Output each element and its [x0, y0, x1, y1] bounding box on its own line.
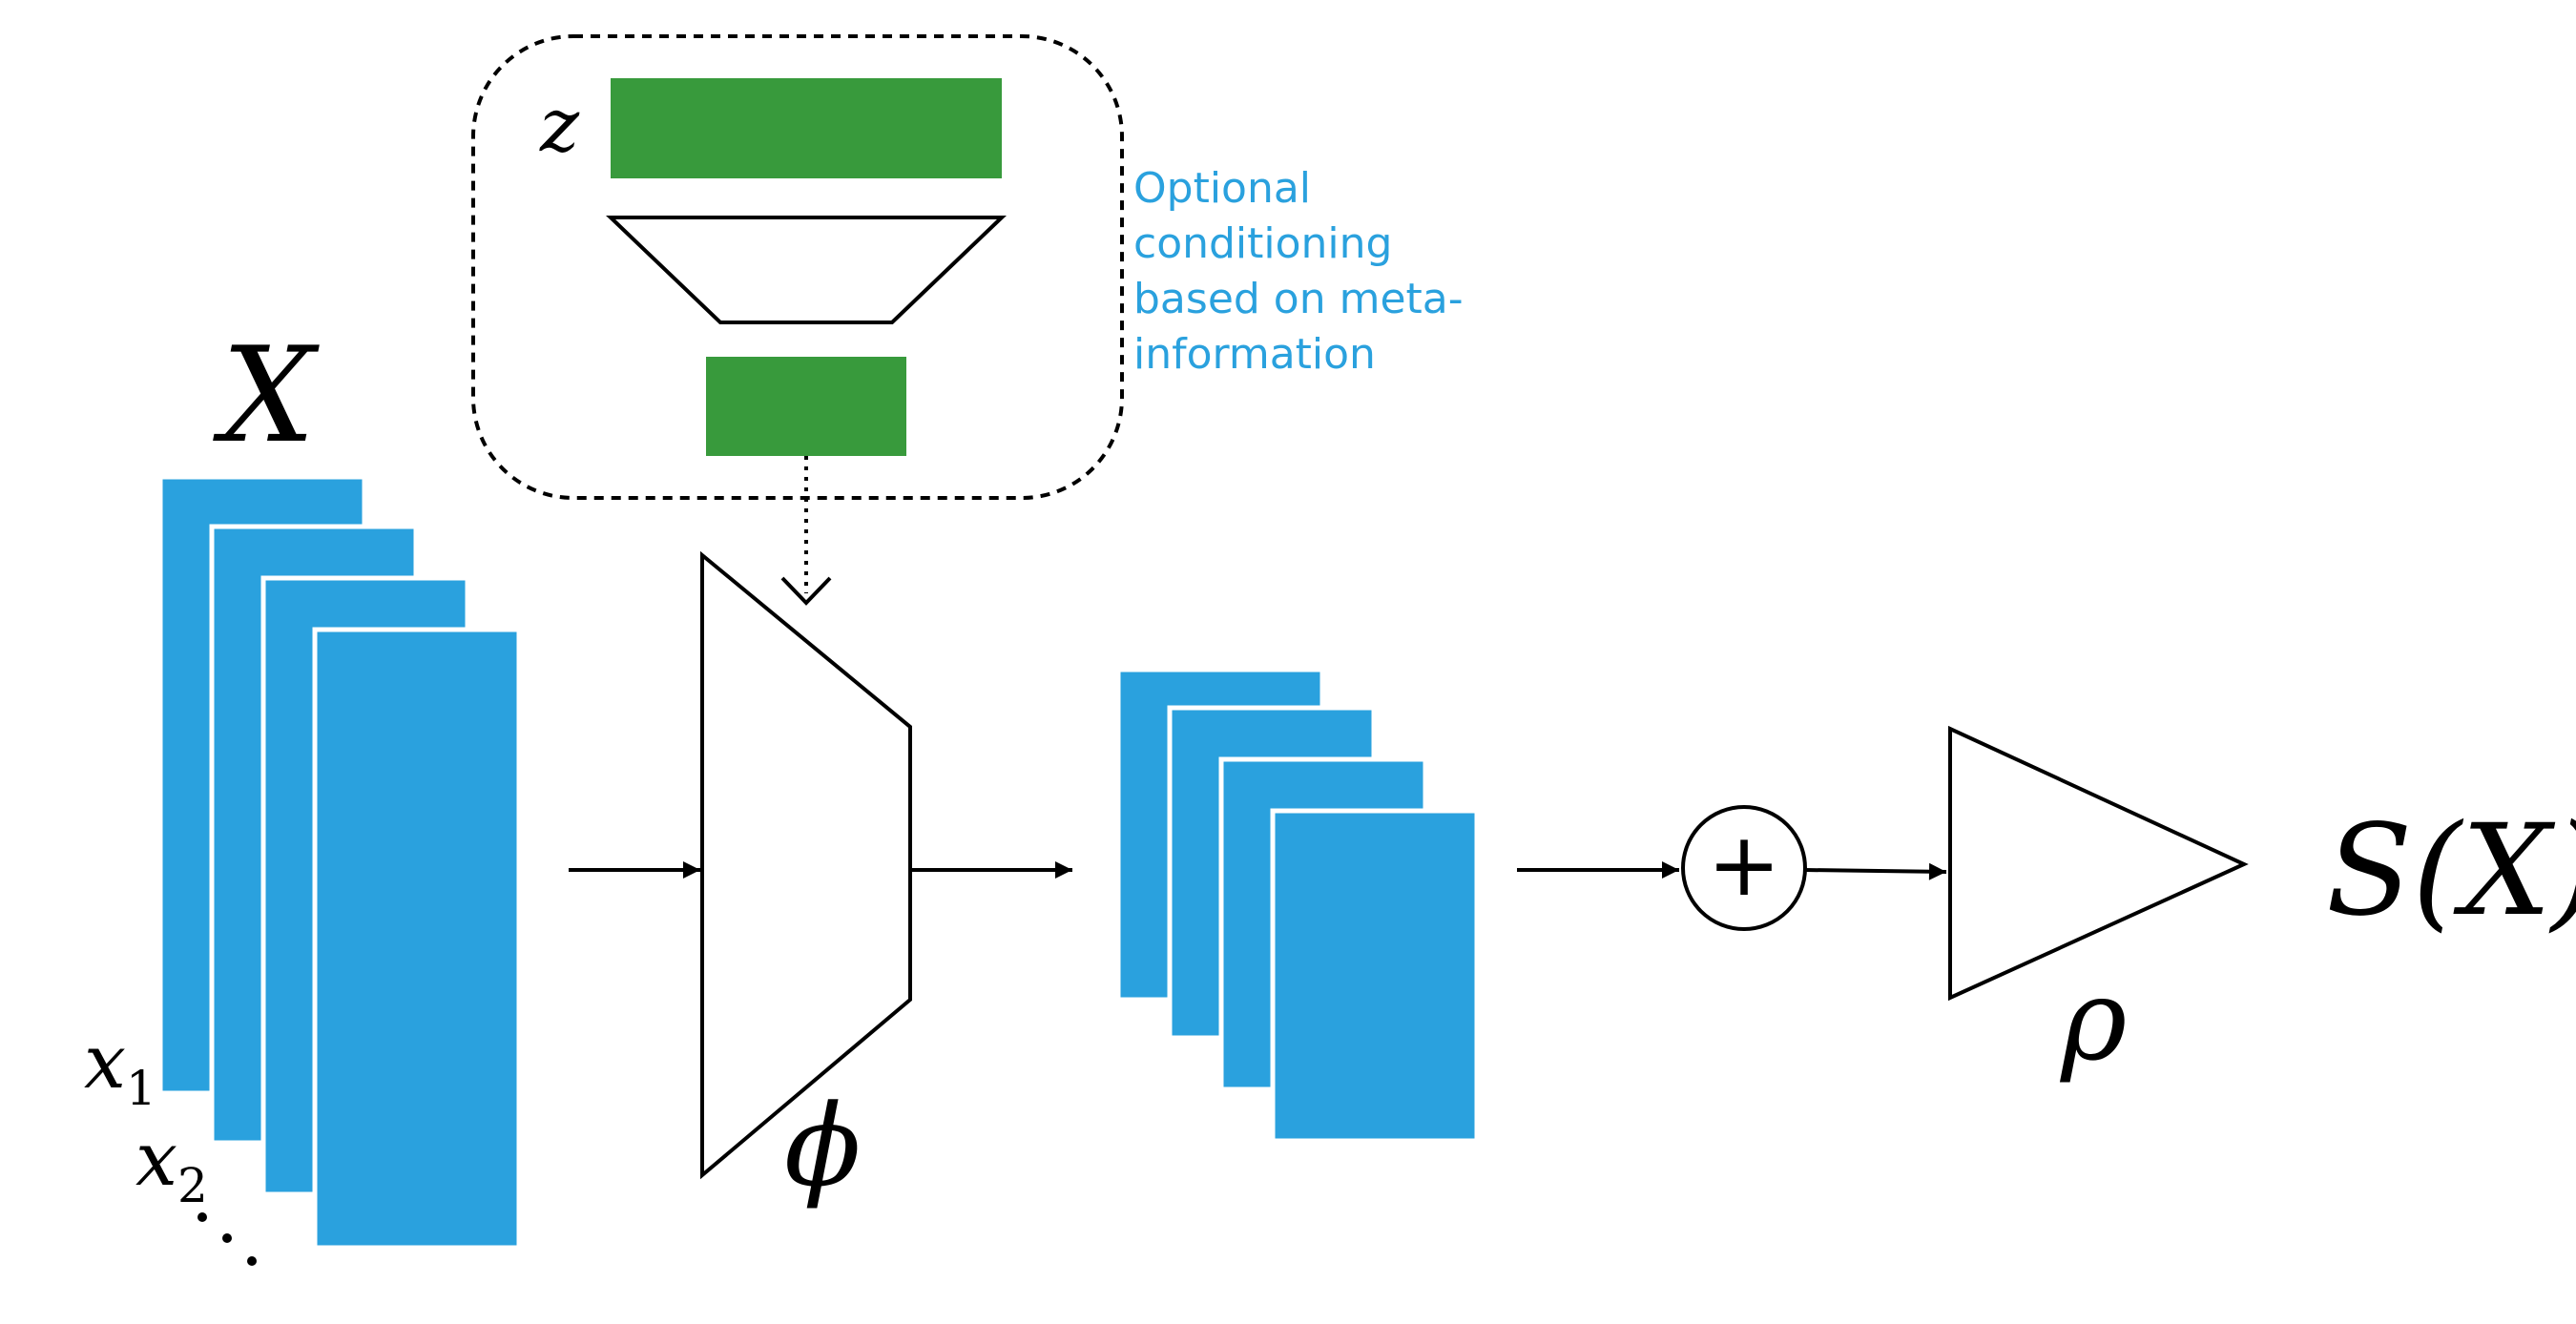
embedding-element-4	[1270, 808, 1480, 1144]
conditioning-box	[471, 34, 1124, 500]
annotation-line-2: conditioning	[1133, 219, 1392, 268]
element-label-x2: x2	[135, 1117, 208, 1213]
phi-network-trapezoid	[700, 550, 912, 1180]
sum-node	[1681, 805, 1807, 931]
rho-network-triangle	[1948, 725, 2249, 1002]
phi-label: ϕ	[784, 1080, 861, 1211]
conditioning-output-block	[706, 357, 906, 456]
input-element-4	[312, 627, 522, 1251]
latent-label: z	[539, 83, 580, 169]
element-label-x2-subscript: 2	[177, 1158, 208, 1213]
input-set-label: X	[213, 319, 320, 472]
annotation-line-1: Optional	[1133, 164, 1311, 213]
rho-label: ρ	[2059, 954, 2127, 1086]
arrow-sum-to-rho	[1804, 862, 1947, 880]
output-label: S(X)	[2326, 797, 2576, 944]
ellipsis-dots	[197, 1212, 257, 1266]
sum-plus-icon: +	[1707, 814, 1780, 916]
latent-z-block	[611, 78, 1002, 178]
annotation-line-4: information	[1133, 330, 1376, 379]
conditioning-annotation: Optional conditioning based on meta- inf…	[1133, 164, 1477, 379]
element-label-x1: x1	[84, 1020, 156, 1116]
annotation-line-3: based on meta-	[1133, 275, 1464, 323]
conditioning-arrowhead-icon	[780, 576, 832, 606]
conditioning-network-trapezoid	[606, 216, 1007, 324]
element-label-x1-subscript: 1	[126, 1061, 156, 1116]
